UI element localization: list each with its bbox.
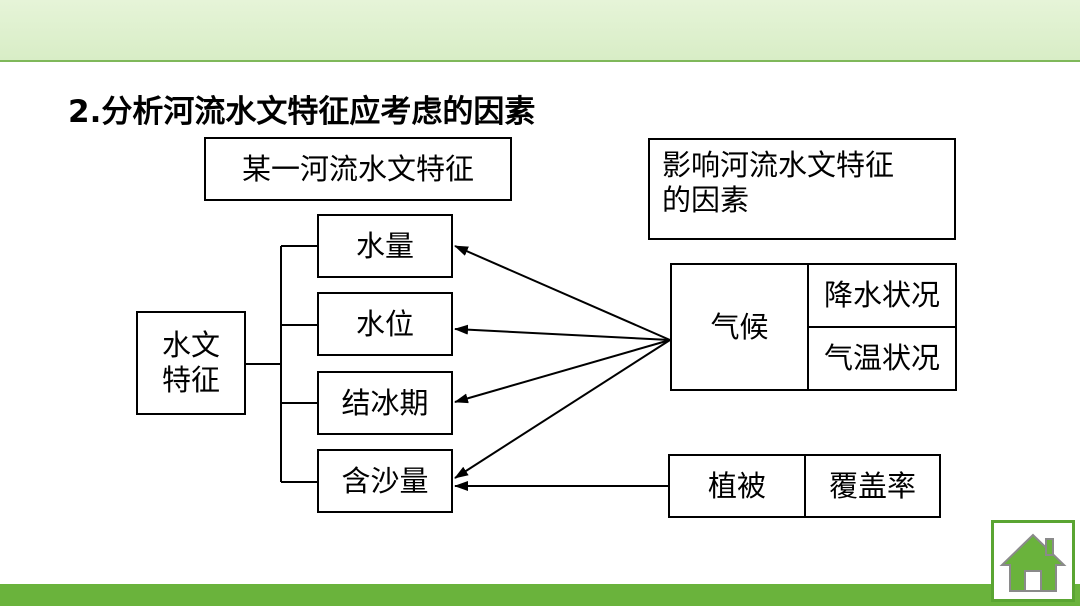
factor-climate: 气候 [670,263,809,391]
feature-freezing-period: 结冰期 [317,371,453,435]
factor-vegetation-label: 植被 [707,468,766,503]
root-line1: 水文 [161,328,220,363]
bottom-footer-band [0,584,1080,606]
arrow-climate-to-sediment [454,339,671,479]
feature-water-level: 水位 [317,292,453,356]
header-influencing-factors-line1: 影响河流水文特征 [662,148,895,182]
header-river-features-label: 某一河流水文特征 [241,151,474,186]
factor-temperature-label: 气温状况 [823,341,940,376]
root-line2: 特征 [161,363,220,397]
feature-sediment-content-label: 含沙量 [341,463,429,498]
home-button[interactable] [991,520,1075,602]
factor-precipitation-label: 降水状况 [823,278,940,313]
arrow-climate-to-water-level [454,324,671,341]
feature-water-volume: 水量 [317,214,453,278]
feature-water-volume-label: 水量 [355,228,414,263]
home-icon [999,533,1067,592]
factor-coverage-rate: 覆盖率 [804,454,941,518]
arrow-climate-to-water-volume [454,245,671,341]
header-influencing-factors-line2: 的因素 [662,182,750,217]
feature-freezing-period-label: 结冰期 [341,385,429,420]
root-hydrology-features: 水文 特征 [136,311,246,415]
feature-water-level-label: 水位 [355,306,414,341]
header-river-features: 某一河流水文特征 [204,137,512,201]
factor-precipitation: 降水状况 [807,263,957,328]
top-header-band [0,0,1080,62]
page-title: 2.分析河流水文特征应考虑的因素 [68,94,536,130]
header-influencing-factors: 影响河流水文特征 的因素 [648,138,956,240]
feature-sediment-content: 含沙量 [317,449,453,513]
arrow-climate-to-freezing-period [454,339,671,404]
factor-climate-label: 气候 [710,309,769,344]
factor-vegetation: 植被 [668,454,806,518]
factor-coverage-rate-label: 覆盖率 [828,468,916,503]
factor-temperature: 气温状况 [807,326,957,391]
